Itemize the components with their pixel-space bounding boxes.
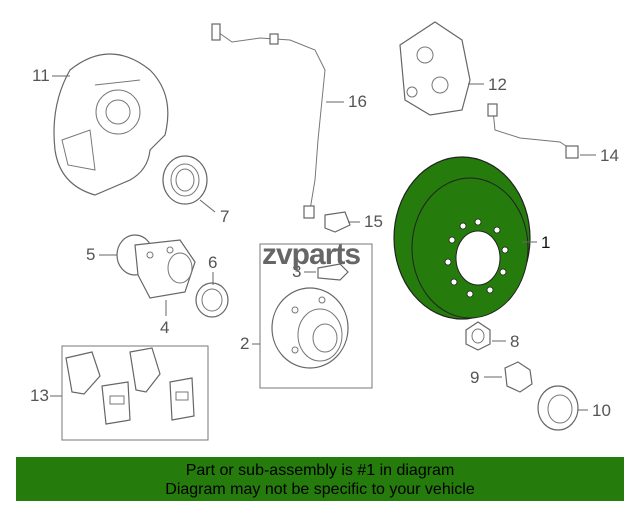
part-1-rotor[interactable]: [393, 156, 531, 320]
watermark-logo: zvparts: [262, 238, 361, 271]
callout-13: 13: [30, 386, 49, 405]
callout-3: 3: [292, 262, 301, 281]
part-11-dust-shield[interactable]: [53, 53, 169, 196]
part-6-ring[interactable]: [195, 282, 229, 318]
callout-7: 7: [220, 207, 229, 226]
part-2-hub-assembly[interactable]: [271, 287, 349, 369]
banner-line-1: Part or sub-assembly is #1 in diagram: [185, 462, 455, 479]
part-7-seal[interactable]: [162, 155, 208, 205]
part-5-hub[interactable]: [116, 234, 196, 299]
callout-1: 1: [541, 233, 550, 252]
part-8-nut[interactable]: [465, 321, 491, 351]
callout-5: 5: [86, 245, 95, 264]
part-3-bolt[interactable]: [317, 263, 349, 281]
part-15-sensor[interactable]: [324, 211, 351, 233]
callout-4: 4: [160, 318, 169, 337]
callout-16: 16: [348, 92, 367, 111]
part-14-brake-hose[interactable]: [487, 103, 579, 159]
part-16-sensor-wire[interactable]: [211, 23, 326, 219]
part-12-caliper[interactable]: [399, 21, 471, 116]
callout-2: 2: [240, 334, 249, 353]
callout-14: 14: [600, 146, 619, 165]
callout-15: 15: [364, 212, 383, 231]
part-13-brake-pads[interactable]: [65, 347, 195, 425]
info-banner: Part or sub-assembly is #1 in diagram Di…: [16, 457, 624, 501]
callout-8: 8: [510, 332, 519, 351]
callout-9: 9: [470, 368, 479, 387]
banner-line-2: Diagram may not be specific to your vehi…: [165, 481, 475, 498]
callout-6: 6: [208, 253, 217, 272]
callout-11: 11: [32, 66, 50, 85]
leader-7: [199, 199, 216, 213]
callout-10: 10: [592, 401, 611, 420]
callout-12: 12: [488, 75, 507, 94]
part-10-grease-cap[interactable]: [537, 385, 579, 431]
part-9-lock-cap[interactable]: [504, 361, 533, 393]
